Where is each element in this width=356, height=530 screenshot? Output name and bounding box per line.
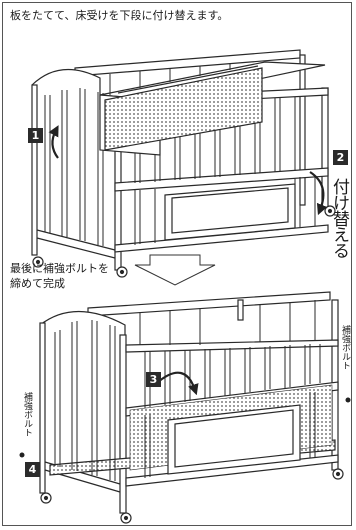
bottom-instruction-line2: 締めて完成	[10, 277, 65, 290]
curved-arrow-icon	[309, 171, 328, 216]
arrow-down-icon	[134, 254, 216, 286]
left-bolt-label: 補強ボルト	[22, 392, 32, 437]
right-bolt-label: 補強ボルト	[340, 325, 350, 370]
crib-top	[31, 49, 336, 278]
step-badge-1: 1	[28, 128, 43, 143]
top-instruction: 板をたてて、床受けを下段に付け替えます。	[10, 9, 229, 22]
step-badge-3: 3	[146, 372, 161, 387]
crib-bottom	[39, 291, 344, 524]
step-badge-2: 2	[333, 150, 348, 165]
bolt-icon	[19, 452, 25, 458]
bottom-instruction-line1: 最後に補強ボルトを	[10, 262, 109, 275]
step-badge-4: 4	[25, 462, 40, 477]
instruction-panel	[2, 2, 352, 526]
bolt-icon	[345, 397, 351, 403]
curved-arrow-icon	[48, 125, 59, 159]
side-text-replace: 付け替える	[329, 178, 349, 258]
curved-arrow-icon	[157, 371, 199, 396]
